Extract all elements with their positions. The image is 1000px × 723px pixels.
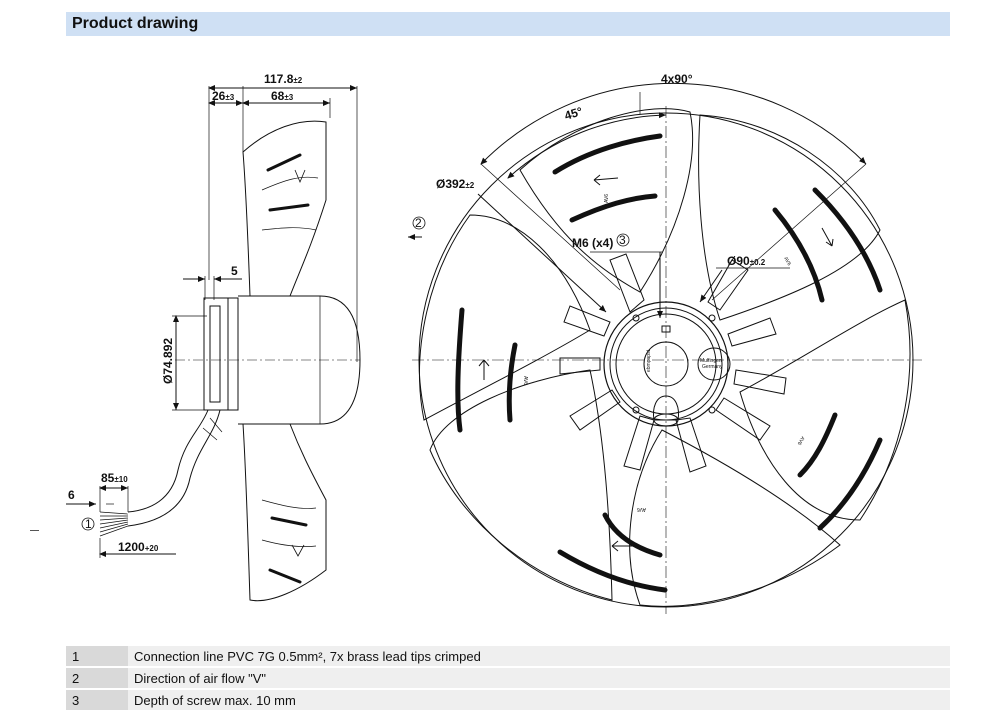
legend-row: 2 Direction of air flow "V" bbox=[66, 668, 950, 688]
legend-row: 3 Depth of screw max. 10 mm bbox=[66, 690, 950, 710]
side-view bbox=[66, 85, 361, 602]
hub-diameter-label: Ø74.892 bbox=[161, 338, 175, 384]
overall-length-label: 117.8±2 bbox=[264, 72, 303, 86]
legend-number: 1 bbox=[66, 646, 128, 666]
angle-label: 45° bbox=[563, 104, 585, 123]
callout-1-label: 1 bbox=[85, 517, 92, 531]
legend-text: Depth of screw max. 10 mm bbox=[128, 690, 950, 710]
bolt-pattern-label: 4x90° bbox=[661, 72, 693, 86]
legend-text: Connection line PVC 7G 0.5mm², 7x brass … bbox=[128, 646, 950, 666]
hub-made-line-1: Mulfingen bbox=[700, 358, 722, 364]
blade-marking-5: AV6 bbox=[522, 376, 528, 385]
strip-length-label: 6 bbox=[68, 488, 75, 502]
side-view-labels: 117.8±2 26±3 68±3 5 Ø74.892 85±10 6 1200… bbox=[68, 72, 303, 554]
legend-number: 3 bbox=[66, 690, 128, 710]
blade-marking-4: AV6 bbox=[637, 506, 646, 512]
section-header: Product drawing bbox=[66, 12, 950, 36]
callout-2-label: 2 bbox=[415, 216, 422, 230]
lead-length-label: 85±10 bbox=[101, 471, 128, 485]
front-view-labels: 4x90° 45° Ø392±2 M6 (x4) 3 Ø90±0.2 2 AV6… bbox=[415, 72, 805, 512]
legend-row: 1 Connection line PVC 7G 0.5mm², 7x bras… bbox=[66, 646, 950, 666]
hub-offset-label: 26±3 bbox=[212, 89, 235, 103]
hub-made-line-2: Germany bbox=[702, 364, 723, 370]
bore-label: Ø90±0.2 bbox=[727, 254, 766, 268]
legend-number: 2 bbox=[66, 668, 128, 688]
hub-brand: ebmpapst bbox=[646, 349, 652, 372]
blade-depth-label: 68±3 bbox=[271, 89, 294, 103]
product-drawing: 117.8±2 26±3 68±3 5 Ø74.892 85±10 6 1200… bbox=[66, 72, 922, 614]
margin-mark bbox=[30, 530, 39, 531]
legend-table: 1 Connection line PVC 7G 0.5mm², 7x bras… bbox=[66, 644, 950, 712]
flange-label: 5 bbox=[231, 264, 238, 278]
blade-marking-1: AV6 bbox=[604, 194, 610, 203]
blade-marking-2: AV6 bbox=[782, 256, 792, 267]
section-title: Product drawing bbox=[72, 15, 199, 32]
front-view bbox=[408, 82, 922, 614]
blade-marking-3: AV6 bbox=[796, 435, 806, 446]
callout-3-label: 3 bbox=[619, 233, 626, 247]
screw-label: M6 (x4) bbox=[572, 236, 613, 250]
legend-text: Direction of air flow "V" bbox=[128, 668, 950, 688]
fan-diameter-label: Ø392±2 bbox=[436, 177, 475, 191]
cable-length-label: 1200+20 bbox=[118, 540, 159, 554]
